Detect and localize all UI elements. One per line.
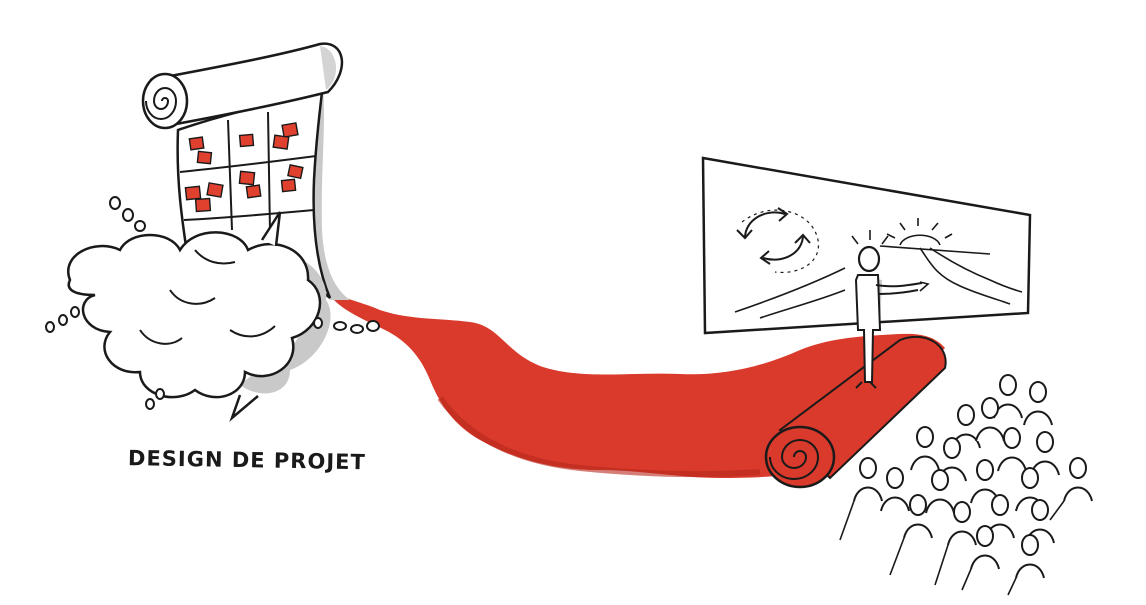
audience-member (970, 525, 1000, 570)
audience-member (1030, 431, 1060, 476)
presenter-figure-icon (851, 230, 930, 389)
cloud-tail-top (260, 211, 282, 247)
scroll-top-roll (149, 42, 344, 128)
audience-member (947, 501, 977, 546)
carpet-roll-spiral (769, 439, 820, 480)
audience-member (997, 427, 1027, 472)
presenter-arm (875, 282, 923, 288)
screen-frame (701, 156, 1032, 335)
cloud-tail-bottom (229, 394, 259, 422)
scroll-grid (179, 111, 317, 233)
audience-member (1023, 381, 1053, 426)
audience-crowd-icon (839, 374, 1093, 596)
thought-bubbles (45, 196, 380, 410)
red-carpet-dark-edge (437, 396, 761, 478)
audience-member (951, 404, 981, 449)
audience-member (1015, 534, 1045, 579)
scroll-spiral (145, 87, 178, 120)
audience-member (910, 426, 940, 471)
sticky-notes (184, 122, 304, 213)
audience-member (880, 467, 910, 512)
presenter-head (857, 245, 881, 273)
audience-member (853, 457, 883, 502)
project-design-caption: DESIGN DE PROJET (127, 446, 367, 475)
audience-member (903, 494, 933, 539)
cycle-arrows-icon (736, 207, 820, 274)
audience-member (1063, 457, 1093, 502)
audience-member (925, 469, 955, 514)
audience-member (975, 397, 1005, 442)
sunrise-road-icon (734, 218, 1023, 319)
projection-screen-icon (701, 156, 1032, 335)
presenter-body (854, 274, 882, 383)
cloud-big (67, 231, 322, 399)
carpet-roll-end (764, 425, 836, 489)
red-carpet-icon (332, 290, 947, 489)
scroll-roll-end (141, 72, 189, 130)
thought-cloud-icon (45, 196, 380, 422)
audience-member (993, 374, 1023, 419)
